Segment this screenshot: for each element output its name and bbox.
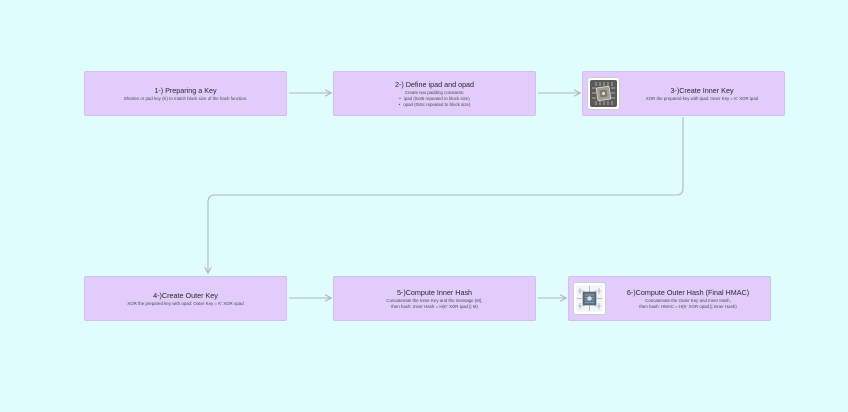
step-6-node[interactable]: 6-)Compute Outer Hash (Final HMAC) Conca… (568, 276, 771, 321)
step-6-title: 6-)Compute Outer Hash (Final HMAC) (626, 287, 750, 297)
processor-chip-icon (590, 80, 617, 107)
step-4-title: 4-)Create Outer Key (153, 290, 218, 300)
step-2-bullet-ipad: ipad (0x36 repeated to block size) (340, 96, 529, 102)
connector-3-4 (208, 117, 684, 273)
step-2-title: 2-) Define ipad and opad (394, 79, 475, 89)
step-6-description-line-2: then hash: HMAC = H(K' XOR opad || Inner… (639, 303, 737, 309)
step-1-body: 1-) Preparing a Key Shorten or pad key (… (85, 86, 286, 102)
step-6-body: 6-)Compute Outer Hash (Final HMAC) Conca… (606, 288, 770, 310)
step-3-thumbnail (587, 77, 620, 110)
step-3-node[interactable]: 3-)Create Inner Key XOR the prepared key… (582, 71, 785, 116)
circuit-board-icon (576, 285, 603, 312)
step-2-bullet-list: ipad (0x36 repeated to block size) opad … (340, 96, 529, 108)
step-1-node[interactable]: 1-) Preparing a Key Shorten or pad key (… (84, 71, 287, 116)
step-3-description: XOR the prepared key with ipad: Inner Ke… (645, 95, 759, 101)
step-3-body: 3-)Create Inner Key XOR the prepared key… (620, 86, 784, 102)
step-5-description-line-1: Concatenate the Inner Key and the messag… (386, 297, 483, 303)
step-6-thumbnail (573, 282, 606, 315)
step-3-title: 3-)Create Inner Key (670, 85, 734, 95)
step-2-node[interactable]: 2-) Define ipad and opad Create two padd… (333, 71, 536, 116)
step-5-node[interactable]: 5-)Compute Inner Hash Concatenate the In… (333, 276, 536, 321)
step-2-bullet-opad: opad (0x5c repeated to block size) (340, 102, 529, 108)
step-4-description: XOR the prepared key with opad: Outer Ke… (127, 300, 244, 306)
step-5-title: 5-)Compute Inner Hash (396, 287, 473, 297)
step-6-description-line-1: Concatenate the Outer Key and Inner Hash… (645, 297, 731, 303)
step-4-node[interactable]: 4-)Create Outer Key XOR the prepared key… (84, 276, 287, 321)
step-2-body: 2-) Define ipad and opad Create two padd… (334, 80, 535, 108)
step-2-description: Create two padding constants: (404, 89, 465, 95)
step-5-body: 5-)Compute Inner Hash Concatenate the In… (334, 288, 535, 310)
step-1-description: Shorten or pad key (K) to match block si… (123, 95, 248, 101)
step-1-title: 1-) Preparing a Key (154, 85, 217, 95)
step-4-body: 4-)Create Outer Key XOR the prepared key… (85, 291, 286, 307)
step-5-description-line-2: then hash: Inner Hash = H(K' XOR ipad ||… (391, 303, 478, 309)
